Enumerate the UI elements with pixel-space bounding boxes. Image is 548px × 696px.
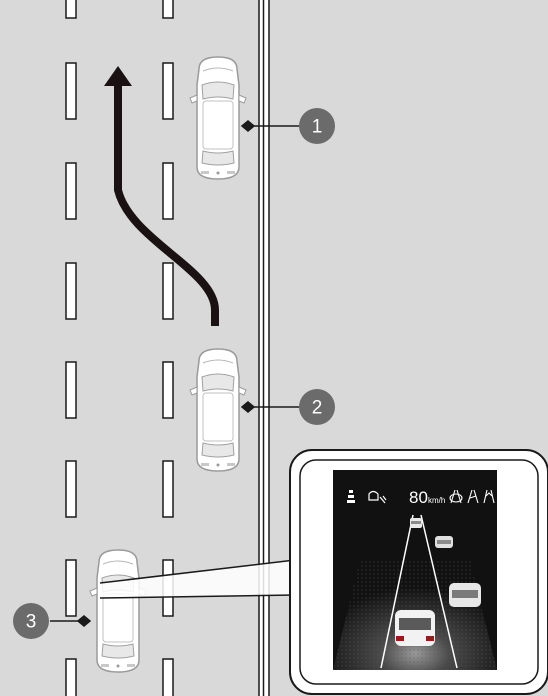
lane-keep-icon <box>347 490 355 503</box>
display-car-right-near <box>435 536 453 548</box>
callout-2: 2 <box>299 389 335 425</box>
callout-3-label: 3 <box>26 612 37 633</box>
zoom-connector <box>99 559 296 599</box>
own-car-in-left-lane <box>89 549 147 673</box>
driver-assist-icon <box>368 490 387 504</box>
lane-dash <box>162 162 174 220</box>
speed-unit: km/h <box>428 496 445 505</box>
callout-leaders <box>50 120 300 627</box>
car-ahead <box>189 56 247 180</box>
lane-dash <box>162 460 174 518</box>
display-inset: 80 km/h <box>289 449 548 695</box>
lane-dash <box>162 0 174 19</box>
lane-dash <box>162 361 174 419</box>
callout-1: 1 <box>299 108 335 144</box>
lane-center-icon <box>483 489 495 504</box>
lane-departure-icon <box>467 489 479 504</box>
display-own-car <box>395 610 435 646</box>
lane-dash <box>65 460 77 518</box>
speed-value: 80 <box>409 488 428 507</box>
cluster-screen: 80 km/h <box>333 470 497 670</box>
display-car-right-far <box>449 583 481 607</box>
arrow-head-icon <box>104 66 132 86</box>
lane-dash <box>162 62 174 120</box>
callout-3: 3 <box>13 603 49 639</box>
lane-dash <box>162 262 174 320</box>
display-car-ahead <box>410 518 422 528</box>
lane-dash <box>162 658 174 696</box>
lane-dash <box>65 559 77 617</box>
lane-dash <box>65 0 77 19</box>
lane-dash <box>65 361 77 419</box>
callout-2-label: 2 <box>312 398 323 419</box>
lane-change-path <box>104 66 219 326</box>
lane-dash <box>65 62 77 120</box>
lane-dash <box>65 162 77 220</box>
lane-dash <box>65 658 77 696</box>
own-car-before-change <box>189 348 247 472</box>
lane-dash <box>65 262 77 320</box>
acc-car-icon <box>449 493 463 503</box>
callout-1-label: 1 <box>312 117 323 138</box>
left-lane-markings <box>65 0 77 696</box>
